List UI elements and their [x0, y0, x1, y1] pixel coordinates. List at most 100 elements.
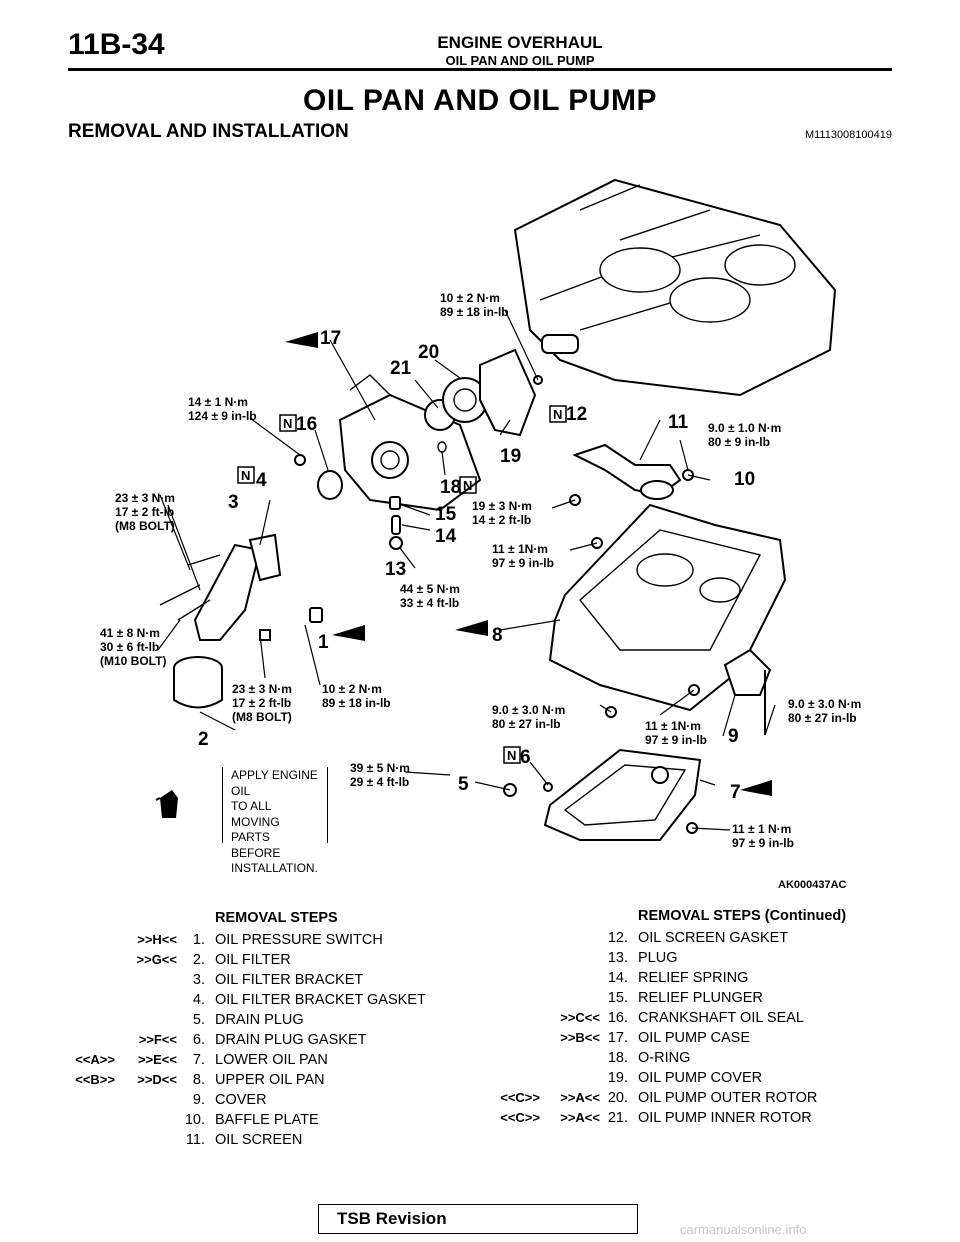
step-text: OIL PUMP INNER ROTOR — [638, 1110, 812, 1126]
n-mark-6: N — [507, 748, 516, 763]
torque-t15-b: 97 ± 9 in-lb — [732, 836, 794, 850]
callout-16: 16 — [296, 414, 317, 435]
removal-steps-heading: REMOVAL STEPS — [215, 910, 338, 926]
oil-note: APPLY ENGINE OIL TO ALL MOVING PARTS BEF… — [231, 768, 321, 875]
step-text: PLUG — [638, 950, 678, 966]
callout-13: 13 — [385, 559, 406, 580]
engine-block — [513, 178, 837, 397]
step-number: 21. — [607, 1110, 628, 1126]
n-mark-12: N — [553, 407, 562, 422]
step-ref-install: <<B>> — [75, 1072, 115, 1087]
callout-9: 9 — [728, 726, 739, 747]
torque-t12-a: 11 ± 1N·m — [645, 719, 701, 733]
step-text: DRAIN PLUG GASKET — [215, 1032, 367, 1048]
step-number: 17. — [607, 1030, 628, 1046]
upper-oil-pan — [548, 503, 787, 712]
header-rule — [68, 68, 892, 71]
step-number: 4. — [192, 992, 205, 1008]
step-text: RELIEF SPRING — [638, 970, 749, 986]
step-ref-removal: >>E<< — [137, 1052, 177, 1067]
oil-filter — [173, 656, 223, 709]
torque-t8-b: 30 ± 6 ft-lb — [100, 640, 159, 654]
step-number: 19. — [607, 1070, 628, 1086]
torque-t3-b: 80 ± 9 in-lb — [708, 435, 770, 449]
document-code: M1113008100419 — [804, 129, 892, 141]
torque-t9-c: (M8 BOLT) — [232, 710, 292, 724]
torque-t14-b: 29 ± 4 ft-lb — [350, 775, 409, 789]
torque-t11-b: 80 ± 27 in-lb — [492, 717, 561, 731]
crankshaft-oil-seal — [317, 470, 343, 500]
oil-note-line-1: APPLY ENGINE OIL — [231, 768, 318, 798]
torque-t9-a: 23 ± 3 N·m — [232, 682, 292, 696]
step-number: 11. — [185, 1132, 205, 1148]
callout-5: 5 — [458, 774, 469, 795]
removal-steps-continued-heading: REMOVAL STEPS (Continued) — [638, 908, 847, 924]
exploded-diagram: N N N N N 1 2 3 4 5 6 7 8 9 10 11 12 13 … — [60, 150, 900, 895]
step-text: LOWER OIL PAN — [215, 1052, 328, 1068]
header-section: ENGINE OVERHAUL — [437, 33, 603, 52]
removal-steps: REMOVAL STEPS >>H<<1.OIL PRESSURE SWITCH… — [60, 910, 460, 1150]
callout-18: 18 — [440, 477, 461, 498]
torque-t13-b: 80 ± 27 in-lb — [788, 711, 857, 725]
callout-12: 12 — [566, 404, 587, 425]
watermark: carmanualsonline.info — [680, 1222, 807, 1237]
callout-7: 7 — [730, 782, 741, 803]
step-text: OIL FILTER BRACKET GASKET — [215, 992, 426, 1008]
n-mark-18: N — [463, 478, 472, 493]
o-ring — [437, 441, 447, 453]
step-number: 9. — [192, 1092, 205, 1108]
step-ref-removal: >>F<< — [138, 1032, 177, 1047]
callout-19: 19 — [500, 446, 521, 467]
step-ref-install: <<C>> — [500, 1110, 540, 1125]
torque-t7-a: 44 ± 5 N·m — [400, 582, 460, 596]
section-title: REMOVAL AND INSTALLATION — [68, 121, 349, 142]
torque-t1-b: 89 ± 18 in-lb — [440, 305, 509, 319]
step-ref-removal: >>B<< — [560, 1030, 600, 1045]
oil-note-line-3: PARTS BEFORE — [231, 830, 281, 860]
bolts — [159, 375, 700, 834]
header-subsection: OIL PAN AND OIL PUMP — [445, 53, 595, 68]
callout-8: 8 — [492, 625, 503, 646]
step-number: 10. — [184, 1112, 205, 1128]
sealant-arrows — [285, 332, 772, 796]
step-text: BAFFLE PLATE — [215, 1112, 319, 1128]
oil-note-line-4: INSTALLATION. — [231, 861, 318, 875]
callout-17: 17 — [320, 328, 341, 349]
torque-t4-c: (M8 BOLT) — [115, 519, 175, 533]
step-number: 20. — [607, 1090, 628, 1106]
callout-14: 14 — [435, 526, 457, 547]
callout-21: 21 — [390, 358, 412, 379]
torque-t5-b: 14 ± 2 ft-lb — [472, 513, 531, 527]
step-text: OIL PUMP CASE — [638, 1030, 751, 1046]
torque-t8-a: 41 ± 8 N·m — [100, 626, 160, 640]
step-ref-removal: >>H<< — [137, 932, 177, 947]
step-number: 7. — [192, 1052, 205, 1068]
step-text: UPPER OIL PAN — [215, 1072, 325, 1088]
step-text: OIL FILTER BRACKET — [215, 972, 364, 988]
plug — [389, 536, 403, 550]
step-ref-install: <<C>> — [500, 1090, 540, 1105]
torque-t4-b: 17 ± 2 ft-lb — [115, 505, 174, 519]
torque-t12-b: 97 ± 9 in-lb — [645, 733, 707, 747]
callout-11: 11 — [668, 412, 689, 433]
torque-t9-b: 17 ± 2 ft-lb — [232, 696, 291, 710]
oil-note-frame — [222, 767, 328, 843]
removal-steps-continued: REMOVAL STEPS (Continued) 12.OIL SCREEN … — [430, 908, 910, 1148]
torque-t14-a: 39 ± 5 N·m — [350, 761, 410, 775]
step-number: 18. — [607, 1050, 628, 1066]
oil-can-icon — [155, 790, 178, 818]
torque-t13-a: 9.0 ± 3.0 N·m — [788, 697, 861, 711]
callout-3: 3 — [228, 492, 239, 513]
leader-lines — [157, 309, 776, 831]
relief-spring — [391, 515, 401, 535]
step-ref-install: <<A>> — [75, 1052, 115, 1067]
oil-screen — [572, 443, 682, 500]
callout-1: 1 — [318, 632, 329, 653]
page-number: 11B-34 — [68, 28, 165, 61]
step-number: 14. — [607, 970, 628, 986]
step-number: 3. — [192, 972, 205, 988]
step-ref-removal: >>A<< — [560, 1110, 600, 1125]
callout-15: 15 — [435, 504, 457, 525]
callout-2: 2 — [198, 729, 209, 750]
torque-t6-b: 97 ± 9 in-lb — [492, 556, 554, 570]
